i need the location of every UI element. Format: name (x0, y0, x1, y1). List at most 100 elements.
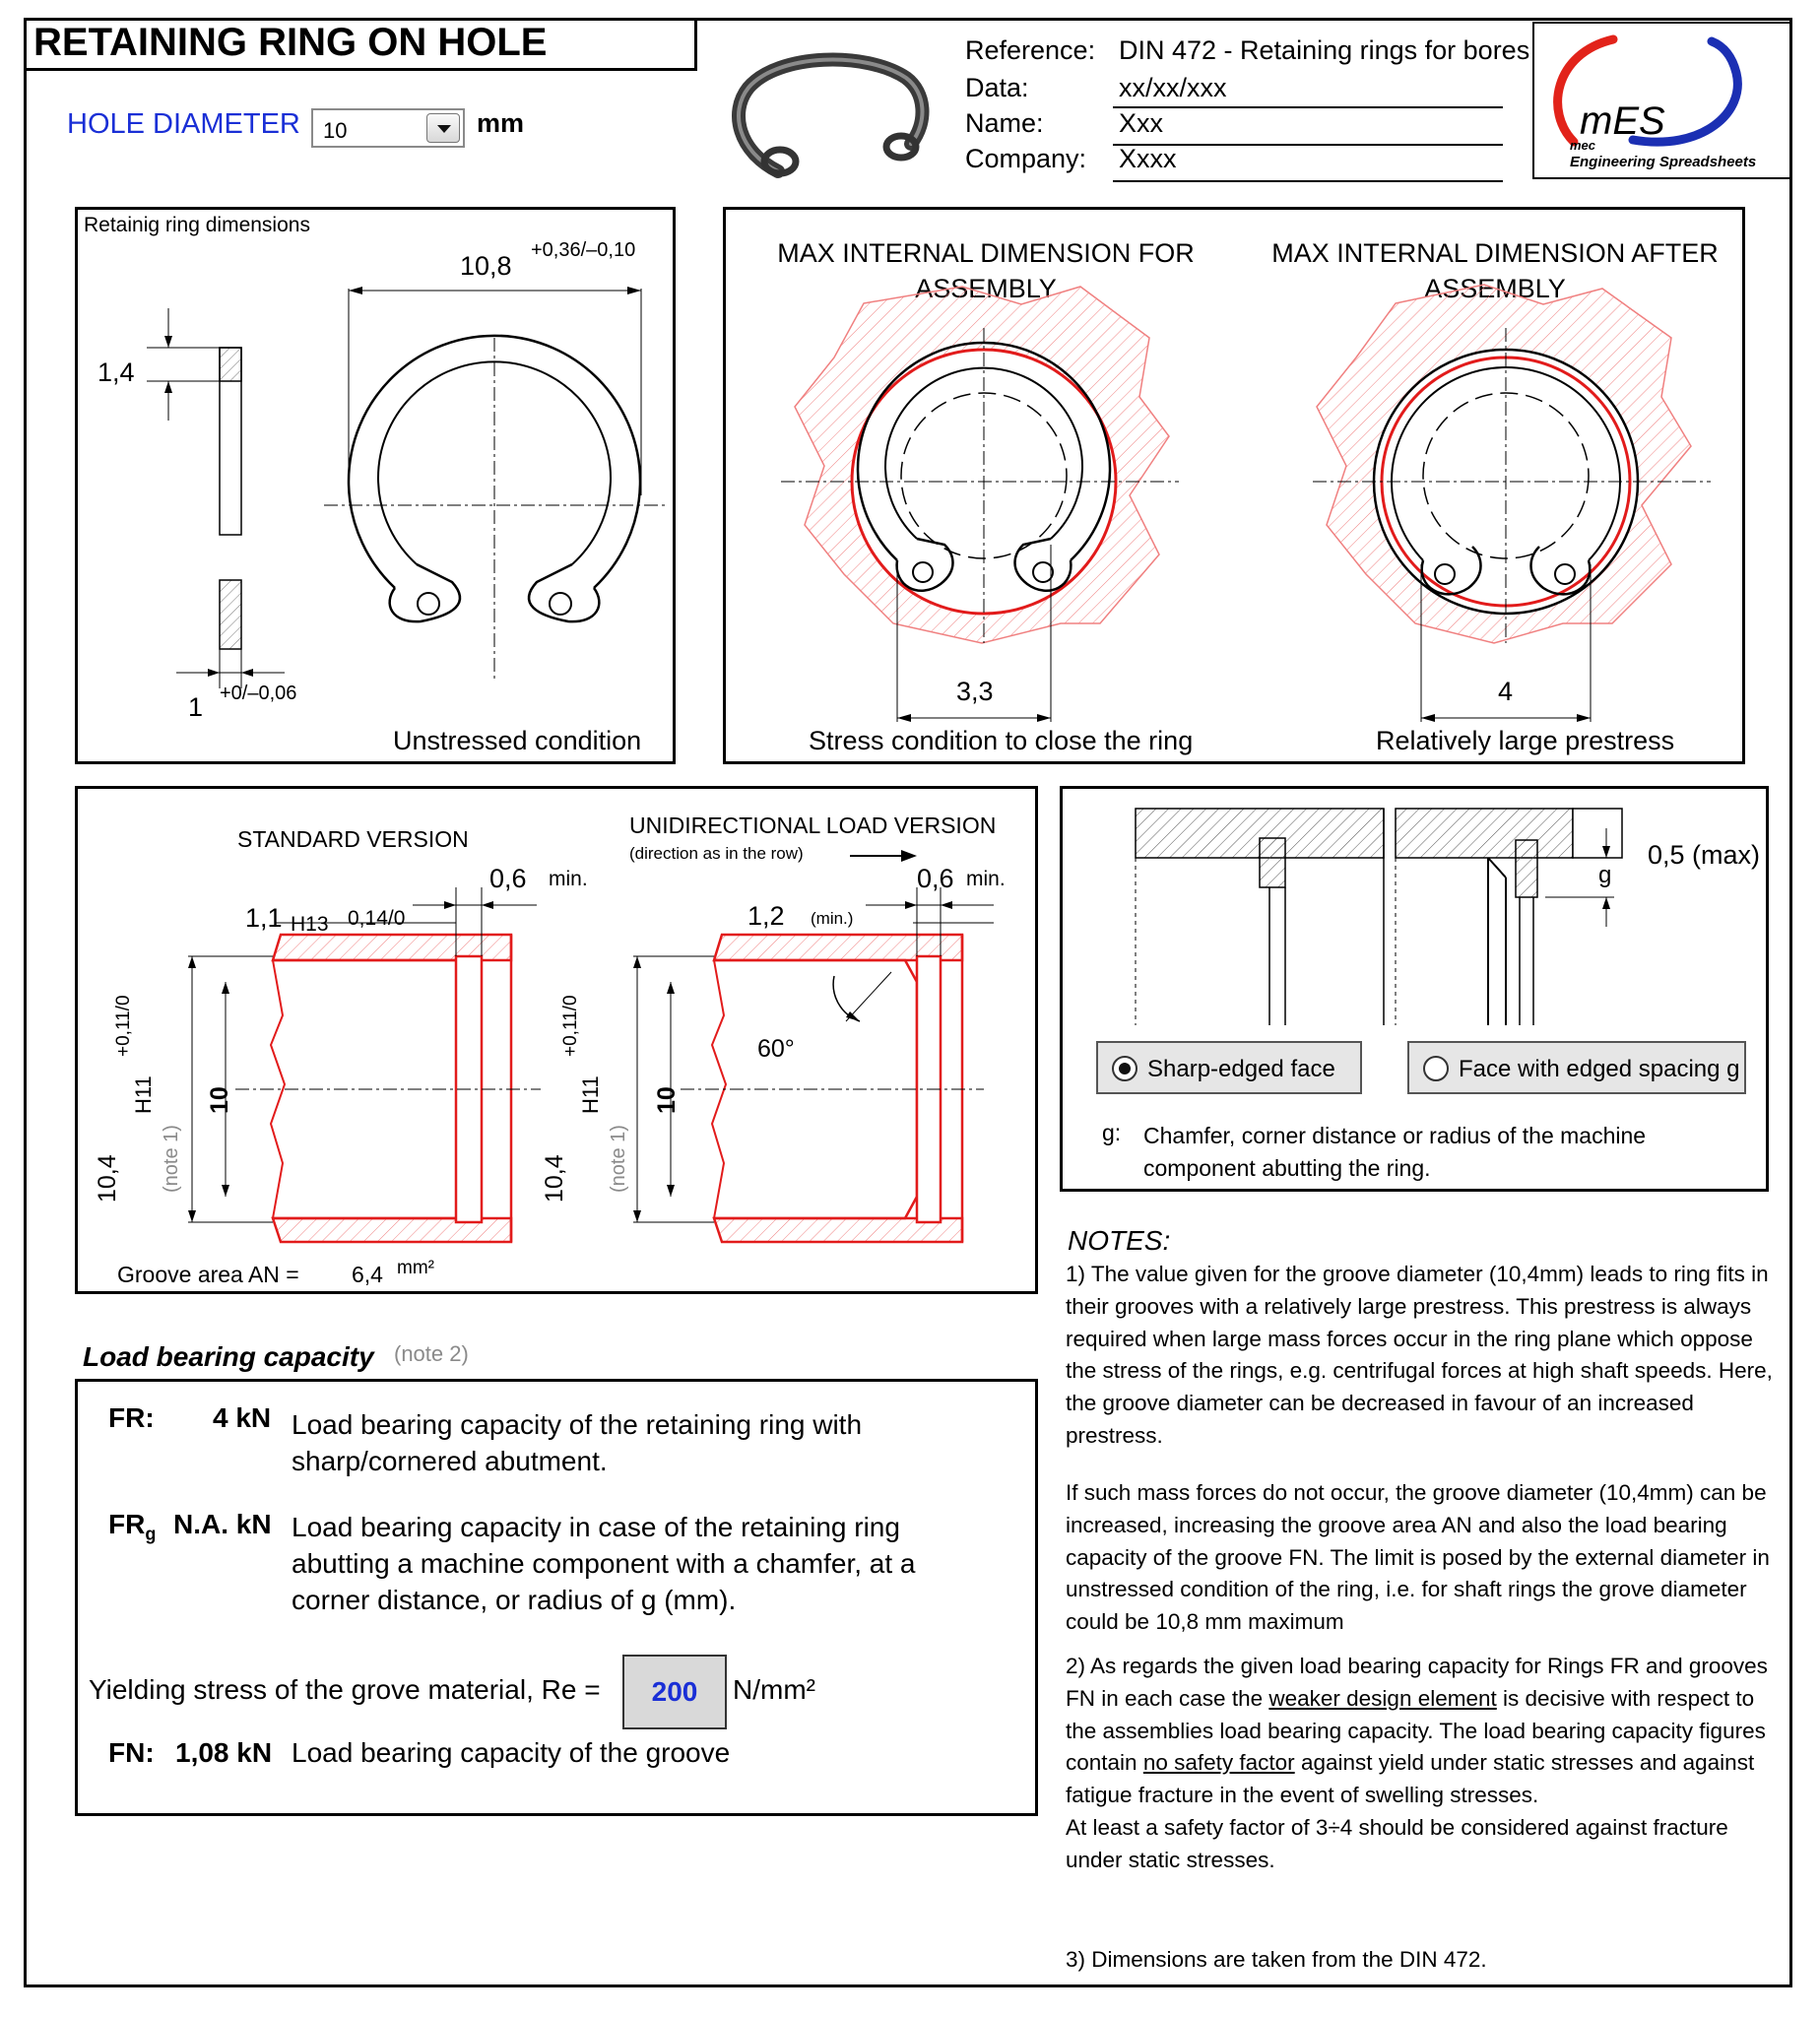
frg-value: N.A. kN (173, 1509, 272, 1539)
radio-sharp-edged-label: Sharp-edged face (1147, 1056, 1335, 1082)
standard-min-label: min. (549, 868, 588, 890)
logo-m: mES (1580, 99, 1665, 143)
groove-width-tolerance-class: H13 (291, 913, 329, 936)
name-underline (1113, 144, 1503, 146)
standard-note-ref: (note 1) (161, 1125, 182, 1193)
note-1: 1) The value given for the groove diamet… (1066, 1262, 1773, 1448)
assembly-right-figure (1313, 284, 1711, 722)
re-label: Yielding stress of the grove material, R… (89, 1674, 601, 1705)
hole-diameter-label: HOLE DIAMETER (67, 108, 300, 140)
unidirectional-groove-figure (633, 887, 994, 1244)
frg-key: FRg (108, 1509, 157, 1544)
note-3: 3) Dimensions are taken from the DIN 472… (1066, 1947, 1487, 1972)
height-dimension: 1,4 (98, 358, 135, 387)
data-label: Data: (965, 73, 1029, 102)
thickness-dimension: 1 (188, 692, 204, 722)
standard-groove-tol-class: H11 (131, 1075, 156, 1114)
retaining-ring-photo (732, 52, 930, 178)
chamfer-max: 0,5 (max) (1648, 840, 1761, 870)
radio-selected-icon (1112, 1056, 1138, 1081)
ring-dimensions-panel: Retainig ring dimensions (75, 207, 676, 764)
g-description-key: g: (1102, 1120, 1122, 1145)
name-value[interactable]: Xxx (1119, 108, 1164, 138)
assembly-right-title: MAX INTERNAL DIMENSION AFTERASSEMBLY (1271, 238, 1719, 303)
assembly-left-figure (781, 286, 1179, 722)
radio-face-with-spacing-label: Face with edged spacing g (1459, 1056, 1740, 1082)
groove-panel: STANDARD VERSION UNIDIRECTIONAL LOAD VER… (75, 786, 1038, 1294)
re-input[interactable]: 200 (622, 1655, 727, 1729)
logo-line1: mec (1570, 138, 1596, 153)
unidirectional-subtitle: (direction as in the row) (629, 844, 804, 863)
unidirectional-title: UNIDIRECTIONAL LOAD VERSION (629, 813, 997, 838)
assembly-right-dimension: 4 (1498, 677, 1514, 706)
chamfer-angle: 60° (757, 1035, 795, 1063)
standard-bore-diameter: 10 (206, 1086, 233, 1114)
fr-value: 4 kN (213, 1402, 272, 1433)
assembly-drawing (781, 284, 1711, 722)
data-underline (1113, 106, 1503, 108)
fn-description: Load bearing capacity of the groove (292, 1737, 731, 1768)
note-2: 2) As regards the given load bearing cap… (1066, 1654, 1768, 1872)
uni-min-dimension: 0,6 (917, 864, 954, 893)
standard-groove-tolerance: +0,11/0 (113, 995, 134, 1057)
fr-description: Load bearing capacity of the retaining r… (292, 1409, 863, 1476)
standard-version-title: STANDARD VERSION (237, 826, 469, 852)
uni-groove-tol-class: H11 (578, 1075, 603, 1114)
fr-key: FR: (108, 1402, 155, 1433)
ring-dimensions-drawing (147, 287, 669, 688)
uni-groove-width: 1,2 (748, 901, 785, 931)
radio-unselected-icon (1423, 1056, 1449, 1081)
notes-heading: NOTES: (1068, 1225, 1171, 1256)
chevron-down-icon[interactable] (426, 113, 460, 143)
ring-dimensions-caption: Retainig ring dimensions (84, 214, 310, 236)
assembly-left-dimension: 3,3 (956, 677, 994, 706)
data-value[interactable]: xx/xx/xxx (1119, 73, 1227, 102)
standard-groove-figure (188, 887, 541, 1244)
load-panel (75, 1379, 1038, 1816)
re-unit: N/mm² (733, 1674, 815, 1705)
hole-diameter-unit: mm (477, 108, 525, 138)
company-label: Company: (965, 144, 1087, 173)
radio-sharp-edged-face[interactable]: Sharp-edged face (1096, 1041, 1362, 1094)
name-label: Name: (965, 108, 1044, 138)
page-title: RETAINING RING ON HOLE (24, 18, 697, 71)
logo-line2: Engineering Spreadsheets (1570, 154, 1757, 170)
standard-groove-diameter: 10,4 (94, 1154, 121, 1203)
load-note-ref: (note 2) (394, 1341, 469, 1366)
page-frame (24, 18, 1792, 1987)
groove-width-dimension: 1,1 (245, 903, 283, 933)
radio-face-with-spacing[interactable]: Face with edged spacing g (1407, 1041, 1746, 1094)
g-label: g (1598, 862, 1612, 888)
company-value[interactable]: Xxxx (1119, 144, 1177, 173)
frg-description: Load bearing capacity in case of the ret… (292, 1512, 916, 1615)
reference-label: Reference: (965, 35, 1096, 65)
outer-dimension: 10,8 (460, 251, 512, 281)
logo-mark-icon: mES (1553, 34, 1742, 147)
uni-groove-width-note: (min.) (811, 909, 854, 928)
outer-tolerance: +0,36/–0,10 (531, 239, 636, 261)
abutment-drawing (1135, 808, 1623, 1025)
groove-area-label: Groove area AN = (117, 1262, 299, 1287)
groove-area-value: 6,4 (352, 1262, 383, 1287)
assembly-right-caption: Relatively large prestress (1376, 726, 1675, 755)
assembly-left-caption: Stress condition to close the ring (809, 726, 1194, 755)
uni-note-ref: (note 1) (608, 1125, 629, 1193)
company-underline (1113, 180, 1503, 182)
uni-bore-diameter: 10 (653, 1086, 681, 1114)
groove-area-unit: mm² (397, 1258, 434, 1278)
uni-groove-diameter: 10,4 (541, 1154, 568, 1203)
reference-value: DIN 472 - Retaining rings for bores (1119, 35, 1530, 65)
hole-diameter-value: 10 (323, 118, 348, 143)
uni-min-label: min. (966, 868, 1006, 890)
thickness-tolerance: +0/–0,06 (220, 683, 297, 704)
load-heading: Load bearing capacity (83, 1341, 374, 1372)
hole-diameter-select[interactable]: 10 (311, 108, 465, 148)
g-description: Chamfer, corner distance or radius of th… (1143, 1123, 1647, 1181)
abutment-panel: g 0,5 (max) Sharp-edged face Face with e… (1060, 786, 1769, 1192)
fn-value: 1,08 kN (175, 1737, 273, 1768)
fn-key: FN: (108, 1737, 155, 1768)
standard-min-dimension: 0,6 (489, 864, 527, 893)
note-1b: If such mass forces do not occur, the gr… (1066, 1480, 1770, 1635)
groove-drawing (188, 850, 994, 1244)
